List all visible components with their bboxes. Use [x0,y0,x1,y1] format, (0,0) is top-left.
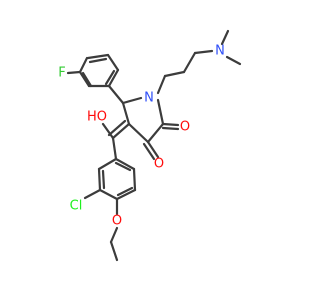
bond-c-aryl2 [111,136,118,161]
bond-c3-o [146,140,160,159]
bond-c-oh [101,122,115,140]
pyrrolidine-ring [121,96,165,144]
atom-N2: N [215,44,225,59]
chloroethoxyphenyl-ring [97,157,137,201]
bond-c4-exo-double [107,119,127,137]
bond-c2-o [161,122,180,127]
atom-N1: N [144,91,154,106]
propyl-chain [156,49,214,95]
molecule-diagram: F N N O O HO O Cl [58,29,242,262]
atom-Cl: Cl [70,199,83,214]
atom-O-ring1: O [180,120,190,135]
molecule-structure: F N N O O HO O Cl [58,29,242,262]
bond-n-me1 [220,29,230,46]
atom-OH: HO [87,110,107,125]
bond-c4-exo [111,122,131,140]
bond-c2-o-double [161,126,180,131]
bond-n-me2 [225,55,242,66]
atom-O-ether: O [112,214,122,229]
fluorophenyl-ring [78,53,120,88]
bond-c3-o-double [142,142,156,161]
atom-O-ring2: O [154,157,164,172]
atom-F: F [58,66,65,81]
bond-c-cl [83,188,102,200]
bond-ch2-ch3 [109,240,119,262]
bond-c5-aryl [107,84,125,105]
bond-c-f [66,70,82,75]
bond-o-ch2 [109,226,119,244]
